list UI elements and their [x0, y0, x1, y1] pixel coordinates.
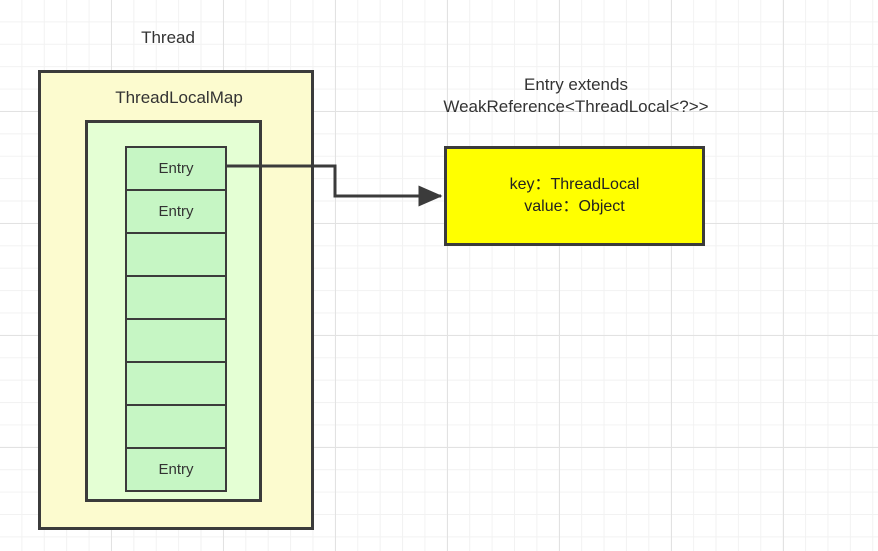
entry-cell [125, 232, 227, 277]
entry-cell [125, 275, 227, 320]
entry-cell: Entry [125, 146, 227, 191]
entry-cell [125, 318, 227, 363]
entry-class-title-line1: Entry extends [524, 75, 628, 94]
entry-value-label: value：Object [524, 198, 625, 215]
entry-cell-stack: Entry Entry Entry [125, 146, 227, 492]
entry-key-label: key：ThreadLocal [509, 176, 640, 194]
entry-class-title-line2: WeakReference<ThreadLocal<?>> [443, 96, 709, 116]
entry-cell [125, 404, 227, 449]
entry-cell: Entry [125, 189, 227, 234]
entry-cell [125, 361, 227, 406]
threadlocalmap-title-label: ThreadLocalMap [115, 88, 243, 107]
entry-cell: Entry [125, 447, 227, 492]
thread-title-label: Thread [141, 28, 195, 47]
entry-detail-box: key：ThreadLocal value：Object [444, 146, 705, 246]
